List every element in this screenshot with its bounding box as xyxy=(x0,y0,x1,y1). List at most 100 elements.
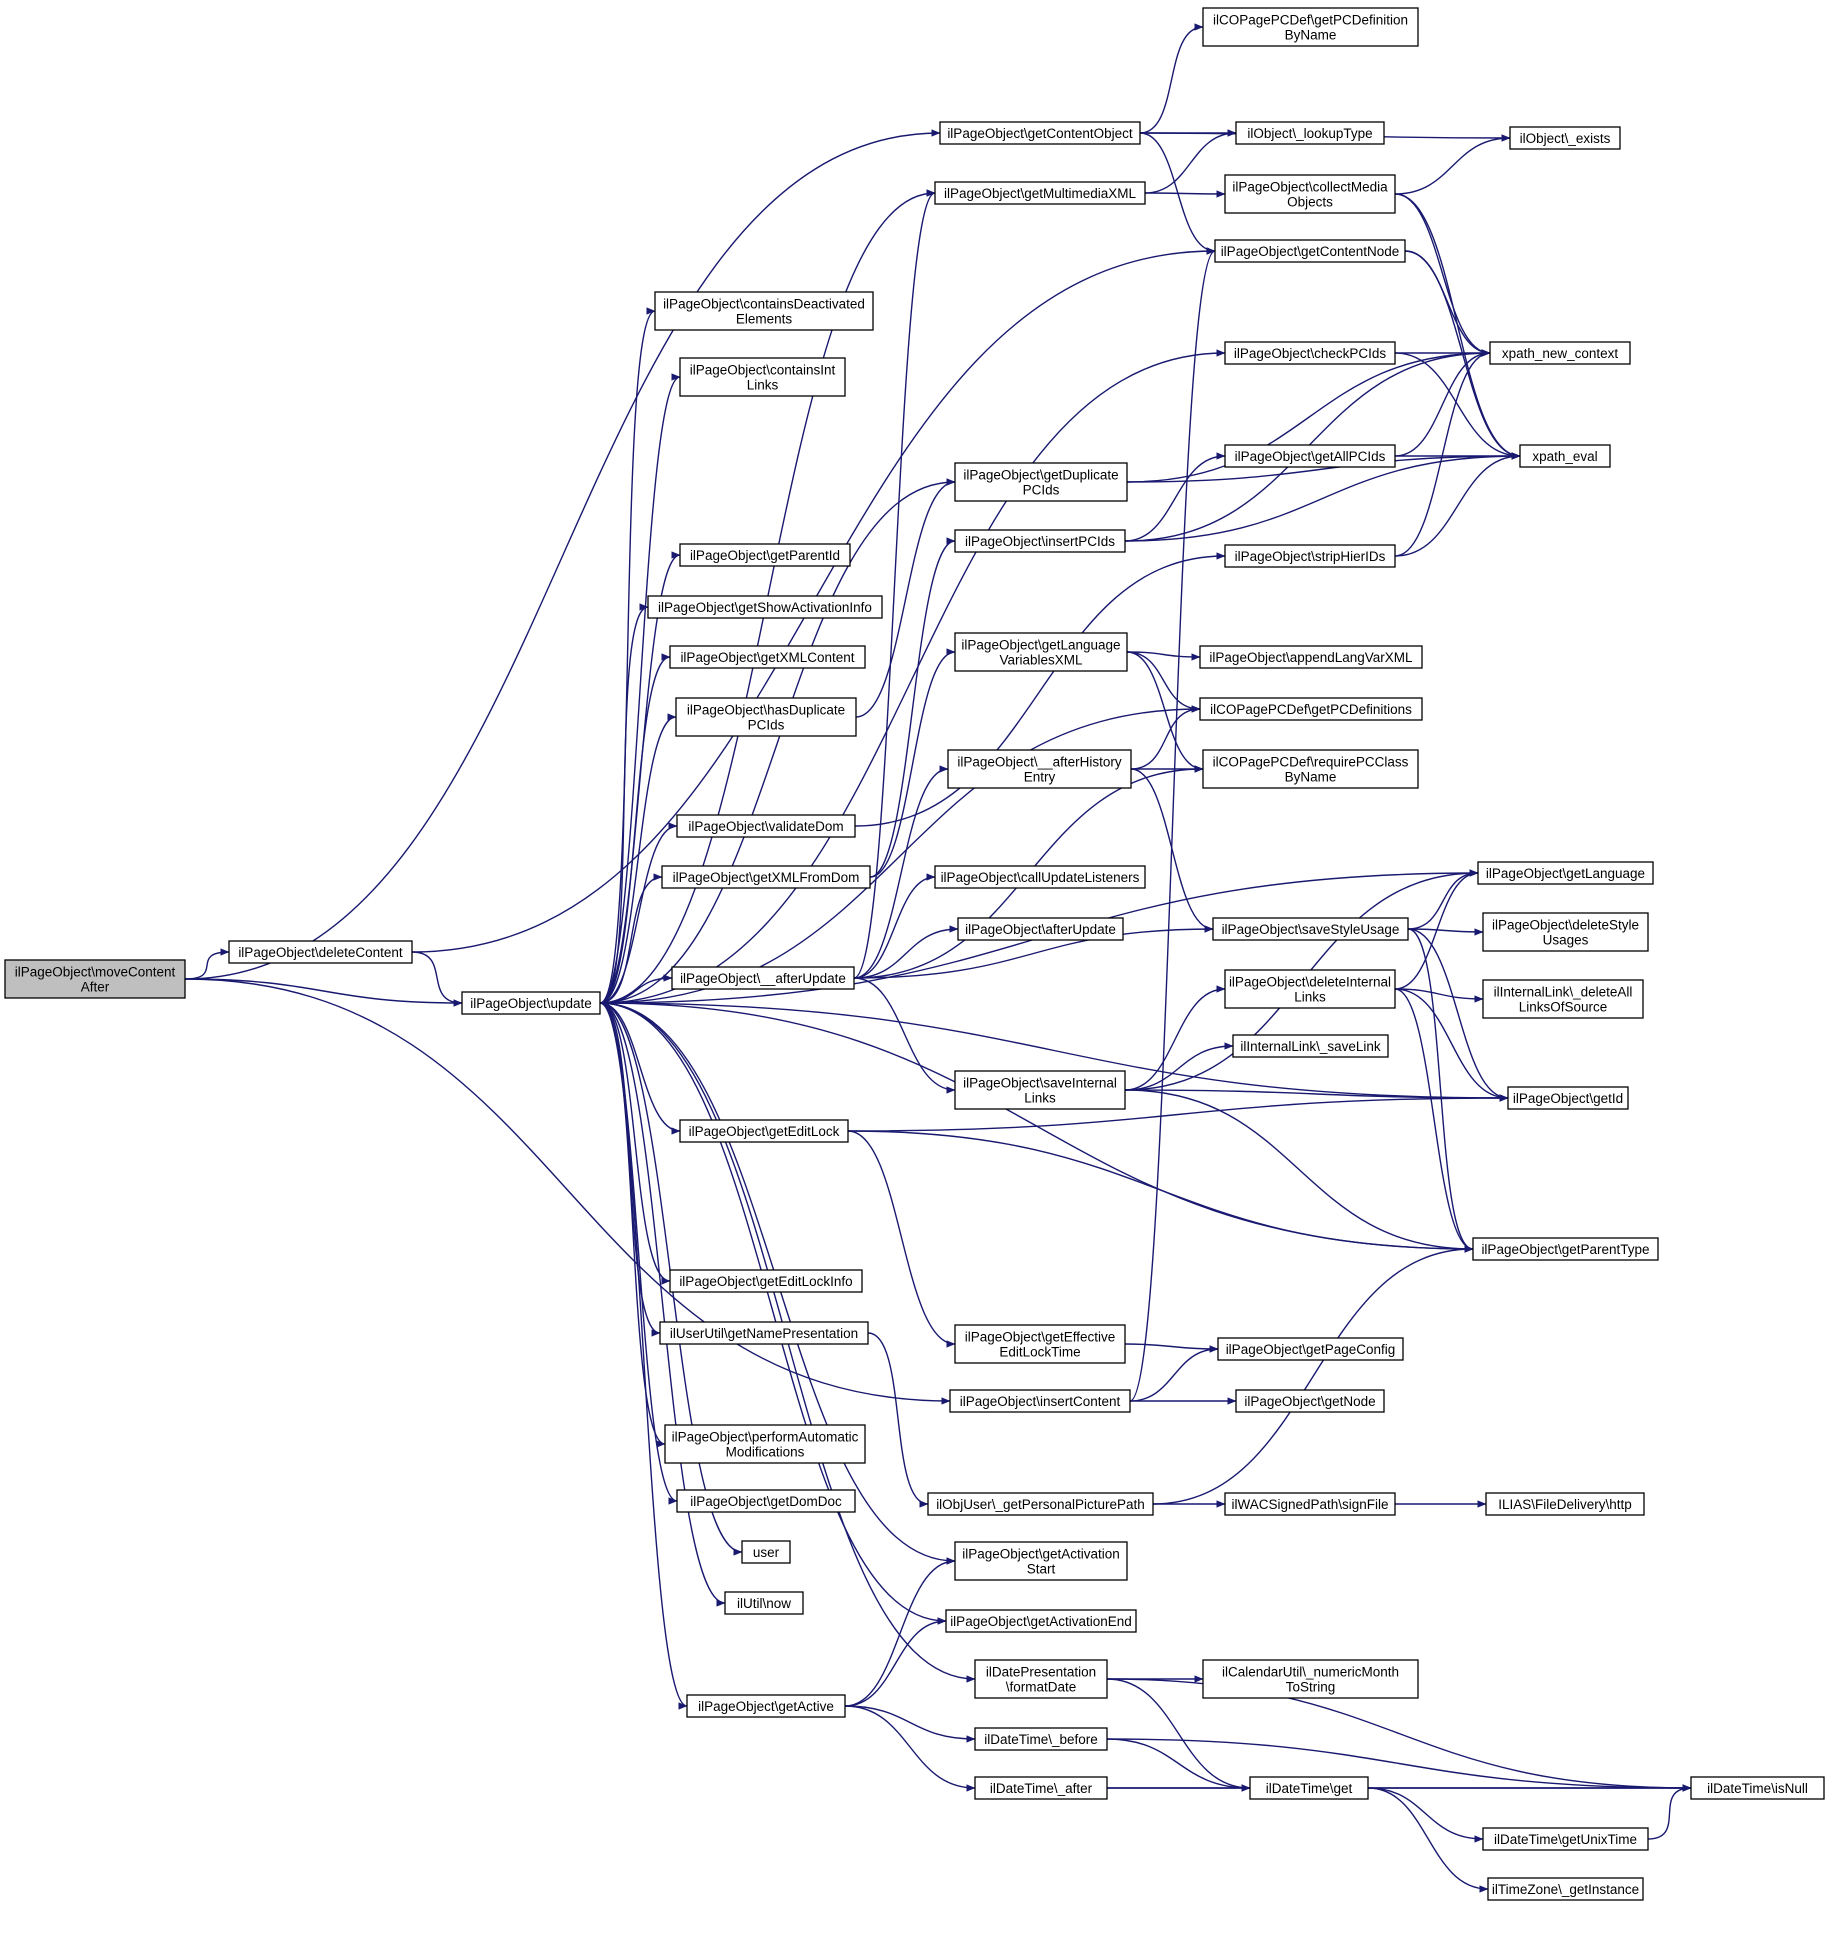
edge-deleteinternallinks-to-deletealllinksofsource xyxy=(1394,988,1484,1003)
node-box xyxy=(679,1119,849,1143)
node-getcontentnode[interactable]: ilPageObject\getContentNode xyxy=(1214,239,1406,263)
edge-deletecontent-to-update xyxy=(411,951,463,1007)
node-getactive[interactable]: ilPageObject\getActive xyxy=(686,1694,846,1718)
edge-update-to-getdomdoc xyxy=(599,1002,678,1505)
node-lookuptype[interactable]: ilObject\_lookupType xyxy=(1235,121,1385,145)
node-getmultimediaxml[interactable]: ilPageObject\getMultimediaXML xyxy=(934,181,1146,205)
node-performautomaticmodifications[interactable]: ilPageObject\performAutomaticModificatio… xyxy=(664,1424,866,1464)
node-getpcdefinitions[interactable]: ilCOPagePCDef\getPCDefinitions xyxy=(1199,697,1423,721)
node-appendlangvarxml[interactable]: ilPageObject\appendLangVarXML xyxy=(1199,645,1423,669)
node-signfile[interactable]: ilWACSignedPath\signFile xyxy=(1224,1492,1396,1516)
node-getparenttype[interactable]: ilPageObject\getParentType xyxy=(1472,1237,1659,1261)
node-getinstance[interactable]: ilTimeZone\_getInstance xyxy=(1487,1877,1644,1901)
node-box xyxy=(1487,1877,1644,1901)
node-before[interactable]: ilDateTime\_before xyxy=(974,1727,1108,1751)
node-label: EditLockTime xyxy=(999,1345,1080,1360)
node-afterupdate[interactable]: ilPageObject\__afterUpdate xyxy=(671,966,855,990)
node-box xyxy=(676,814,856,838)
edge-striphierids-to-xpatheval xyxy=(1394,452,1521,557)
node-getactivationend[interactable]: ilPageObject\getActivationEnd xyxy=(945,1609,1137,1633)
node-getnamepresentation[interactable]: ilUserUtil\getNamePresentation xyxy=(659,1321,869,1345)
node-now[interactable]: ilUtil\now xyxy=(724,1591,804,1615)
node-dtget[interactable]: ilDateTime\get xyxy=(1249,1776,1369,1800)
node-getdomdoc[interactable]: ilPageObject\getDomDoc xyxy=(676,1489,856,1513)
node-insertpcids[interactable]: ilPageObject\insertPCIds xyxy=(954,529,1126,553)
node-savelink[interactable]: ilInternalLink\_saveLink xyxy=(1232,1034,1389,1058)
edge-layer xyxy=(184,23,1692,1893)
node-label: ilPageObject\containsDeactivated xyxy=(663,297,865,312)
node-label: LinksOfSource xyxy=(1519,1000,1608,1015)
node-getxmlcontent[interactable]: ilPageObject\getXMLContent xyxy=(669,645,866,669)
node-savestyleusage[interactable]: ilPageObject\saveStyleUsage xyxy=(1212,917,1409,941)
node-box xyxy=(686,1694,846,1718)
node-xpatheval[interactable]: xpath_eval xyxy=(1519,444,1611,468)
node-validatedom[interactable]: ilPageObject\validateDom xyxy=(676,814,856,838)
edge-movecontentafter-to-insertcontent xyxy=(184,978,951,1405)
node-getunixtime[interactable]: ilDateTime\getUnixTime xyxy=(1482,1827,1649,1851)
node-getpersonalpicturepath[interactable]: ilObjUser\_getPersonalPicturePath xyxy=(927,1492,1154,1516)
node-insertcontent[interactable]: ilPageObject\insertContent xyxy=(949,1389,1131,1413)
edge-geteditlock-to-geteffectiveeditlocktime xyxy=(847,1130,956,1348)
node-formatdate[interactable]: ilDatePresentation\formatDate xyxy=(974,1659,1108,1699)
node-label: Elements xyxy=(736,312,793,327)
node-label: VariablesXML xyxy=(999,653,1083,668)
node-callupdatelisteners[interactable]: ilPageObject\callUpdateListeners xyxy=(934,865,1146,889)
node-deletecontent[interactable]: ilPageObject\deleteContent xyxy=(228,940,413,964)
node-getparentid[interactable]: ilPageObject\getParentId xyxy=(679,543,851,567)
node-getid[interactable]: ilPageObject\getId xyxy=(1507,1086,1629,1110)
node-getallpcids[interactable]: ilPageObject\getAllPCIds xyxy=(1224,444,1396,468)
node-label: ilPageObject\deleteContent xyxy=(238,945,403,960)
node-label: Entry xyxy=(1024,770,1056,785)
node-box xyxy=(1202,1659,1419,1699)
node-getlanguage[interactable]: ilPageObject\getLanguage xyxy=(1477,861,1654,885)
node-box xyxy=(647,595,883,619)
node-update[interactable]: ilPageObject\update xyxy=(461,991,601,1015)
node-getpageconfig[interactable]: ilPageObject\getPageConfig xyxy=(1217,1337,1404,1361)
node-geteditlock[interactable]: ilPageObject\getEditLock xyxy=(679,1119,849,1143)
node-getnode[interactable]: ilPageObject\getNode xyxy=(1235,1389,1385,1413)
node-isnull[interactable]: ilDateTime\isNull xyxy=(1690,1776,1825,1800)
node-box xyxy=(947,749,1132,789)
node-getxmlfromdom[interactable]: ilPageObject\getXMLFromDom xyxy=(661,865,871,889)
node-xpathnewcontext[interactable]: xpath_new_context xyxy=(1489,341,1631,365)
node-getcontentobject[interactable]: ilPageObject\getContentObject xyxy=(939,121,1141,145)
edge-afterupdate-to-afterhistoryentry xyxy=(853,765,949,979)
node-exists[interactable]: ilObject\_exists xyxy=(1509,126,1621,150)
node-label: ilPageObject\getXMLFromDom xyxy=(673,870,860,885)
node-box xyxy=(927,1492,1154,1516)
node-label: ilPageObject\deleteStyle xyxy=(1492,918,1639,933)
node-afterupdate[interactable]: ilPageObject\afterUpdate xyxy=(957,917,1124,941)
node-user[interactable]: user xyxy=(741,1540,791,1564)
node-box xyxy=(1224,444,1396,468)
node-label: ilUserUtil\getNamePresentation xyxy=(670,1326,858,1341)
node-striphierids[interactable]: ilPageObject\stripHierIDs xyxy=(1224,544,1396,568)
node-box xyxy=(1224,969,1396,1009)
node-geteditlockinfo[interactable]: ilPageObject\getEditLockInfo xyxy=(669,1269,863,1293)
node-box xyxy=(676,1489,856,1513)
node-getshowactivationinfo[interactable]: ilPageObject\getShowActivationInfo xyxy=(647,595,883,619)
edge-update-to-getid xyxy=(599,1002,1509,1102)
node-after[interactable]: ilDateTime\_after xyxy=(974,1776,1108,1800)
edge-getunixtime-to-isnull xyxy=(1647,1784,1692,1840)
node-checkpcids[interactable]: ilPageObject\checkPCIds xyxy=(1224,341,1396,365)
node-http[interactable]: ILIAS\FileDelivery\http xyxy=(1485,1492,1645,1516)
edge-update-to-containsdeactivated xyxy=(599,307,656,1004)
node-box xyxy=(1217,1337,1404,1361)
